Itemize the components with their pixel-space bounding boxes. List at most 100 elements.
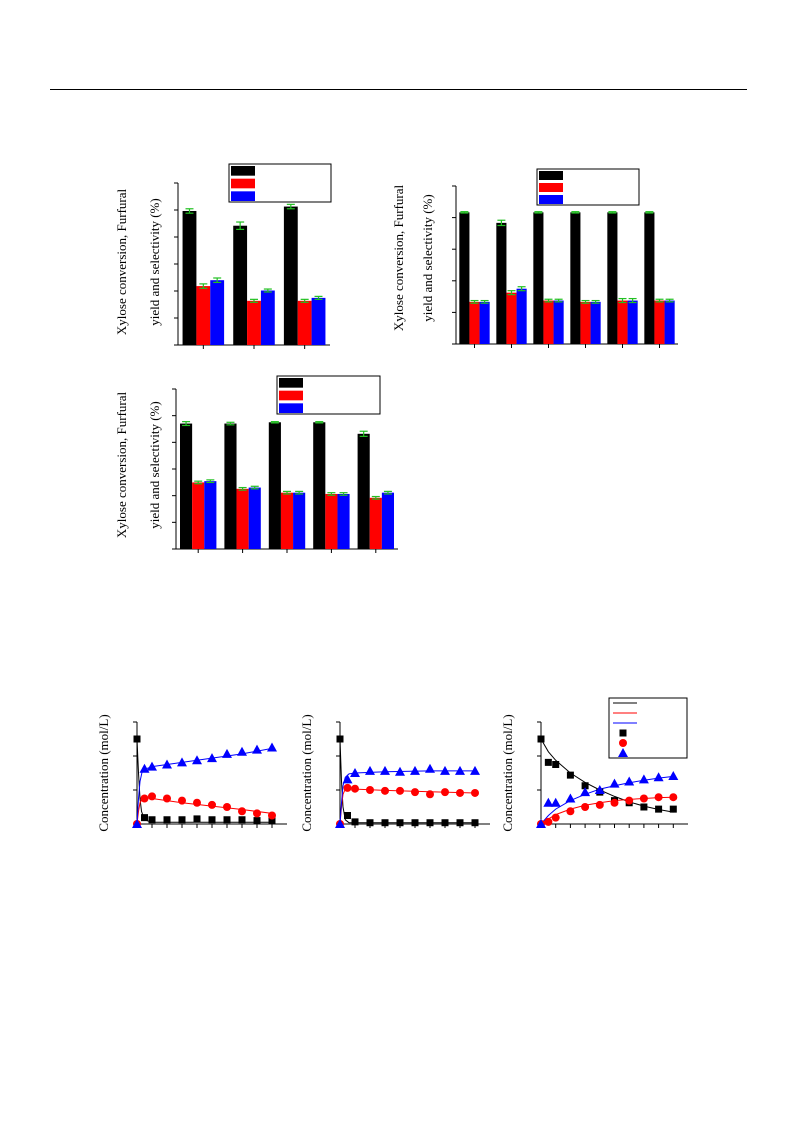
point-furfural (351, 784, 359, 793)
conc-b-ylabel: Concentration (mol/L) (299, 714, 314, 831)
point-other (536, 819, 546, 828)
bar-selectivity (337, 493, 350, 549)
point-other (594, 785, 605, 794)
point-xylose (426, 819, 434, 827)
bar-yield (506, 292, 517, 344)
point-xylose (381, 819, 389, 827)
legend-square-marker (619, 729, 627, 737)
legend-swatch-conversion (279, 378, 303, 388)
point-furfural (669, 793, 678, 802)
point-xylose (148, 816, 156, 824)
point-other (147, 761, 157, 771)
point-xylose (544, 758, 552, 766)
point-other (410, 765, 420, 775)
bar-selectivity (590, 301, 601, 344)
point-other (380, 765, 390, 775)
point-other (638, 774, 649, 784)
point-furfural (178, 796, 186, 805)
model-curve-model_other (136, 747, 273, 825)
legend-swatch-yield (539, 183, 563, 192)
legend-swatch-conversion (231, 166, 255, 176)
model-curve-model_furfural (540, 796, 674, 825)
bar-conversion (496, 222, 507, 344)
bar-selectivity (248, 487, 261, 549)
point-xylose (581, 782, 589, 790)
point-other (653, 772, 664, 782)
bar-conversion (268, 422, 281, 549)
bar-yield (369, 497, 382, 549)
bar-yield (543, 300, 554, 344)
bar-selectivity (293, 492, 306, 549)
bar-conversion (357, 433, 370, 549)
point-other (222, 748, 232, 758)
point-furfural (381, 786, 389, 795)
bar-selectivity (311, 297, 326, 345)
point-xylose (223, 816, 231, 824)
conc-c-ylabel: Concentration (mol/L) (500, 714, 515, 831)
point-xylose (208, 816, 216, 824)
point-furfural (396, 786, 404, 795)
point-xylose (625, 799, 633, 807)
point-furfural (223, 803, 231, 811)
point-xylose (471, 819, 479, 827)
point-furfural (595, 800, 604, 809)
point-furfural (148, 792, 156, 801)
legend-swatch-selectivity (539, 195, 563, 204)
point-other (132, 819, 142, 828)
point-furfural (366, 786, 374, 794)
bar-b-ylabel-line1: Xylose conversion, Furfural (391, 185, 406, 332)
point-furfural (426, 790, 434, 799)
bar-yield (297, 300, 312, 345)
bar-conversion (182, 210, 197, 345)
bar-conversion (233, 225, 248, 345)
point-xylose (441, 819, 449, 827)
point-furfural (336, 820, 344, 828)
point-other (440, 765, 450, 775)
bar-yield (236, 488, 249, 549)
point-furfural (238, 807, 246, 816)
header-rule (50, 89, 747, 90)
point-other (192, 755, 202, 765)
point-furfural (537, 820, 545, 828)
point-other (350, 768, 360, 777)
point-xylose (596, 788, 604, 796)
legend-box (228, 163, 332, 203)
point-furfural (441, 788, 449, 797)
point-furfural (639, 794, 648, 803)
point-xylose (133, 735, 141, 743)
point-other (565, 793, 576, 803)
point-other (470, 765, 480, 775)
bar-conversion (179, 423, 193, 549)
bar-yield (247, 300, 261, 345)
bar-selectivity (516, 288, 527, 344)
point-furfural (654, 793, 663, 802)
bar-conversion (533, 212, 544, 344)
legend-circle-marker (619, 739, 627, 747)
point-xylose (178, 816, 186, 824)
bar-selectivity (260, 290, 275, 345)
model-curve-model_xylose (136, 738, 272, 823)
legend-swatch-yield (231, 178, 255, 189)
legend-box (536, 168, 640, 206)
point-furfural (163, 794, 171, 803)
bar-selectivity (627, 300, 638, 344)
point-other (342, 774, 353, 784)
point-xylose (344, 812, 351, 819)
bar-conversion (459, 212, 470, 344)
point-xylose (456, 819, 464, 827)
point-furfural (411, 788, 419, 797)
point-other (550, 797, 561, 807)
point-other (139, 763, 150, 773)
point-furfural (471, 788, 479, 797)
legend-swatch-selectivity (231, 191, 255, 201)
point-furfural (456, 788, 464, 797)
point-xylose (611, 797, 618, 805)
point-furfural (193, 798, 201, 807)
point-xylose (141, 814, 148, 822)
point-xylose (366, 819, 374, 827)
point-furfural (343, 783, 352, 792)
bar-c-ylabel-line2: yield and selectivity (%) (147, 401, 162, 528)
bar-selectivity (204, 481, 217, 549)
